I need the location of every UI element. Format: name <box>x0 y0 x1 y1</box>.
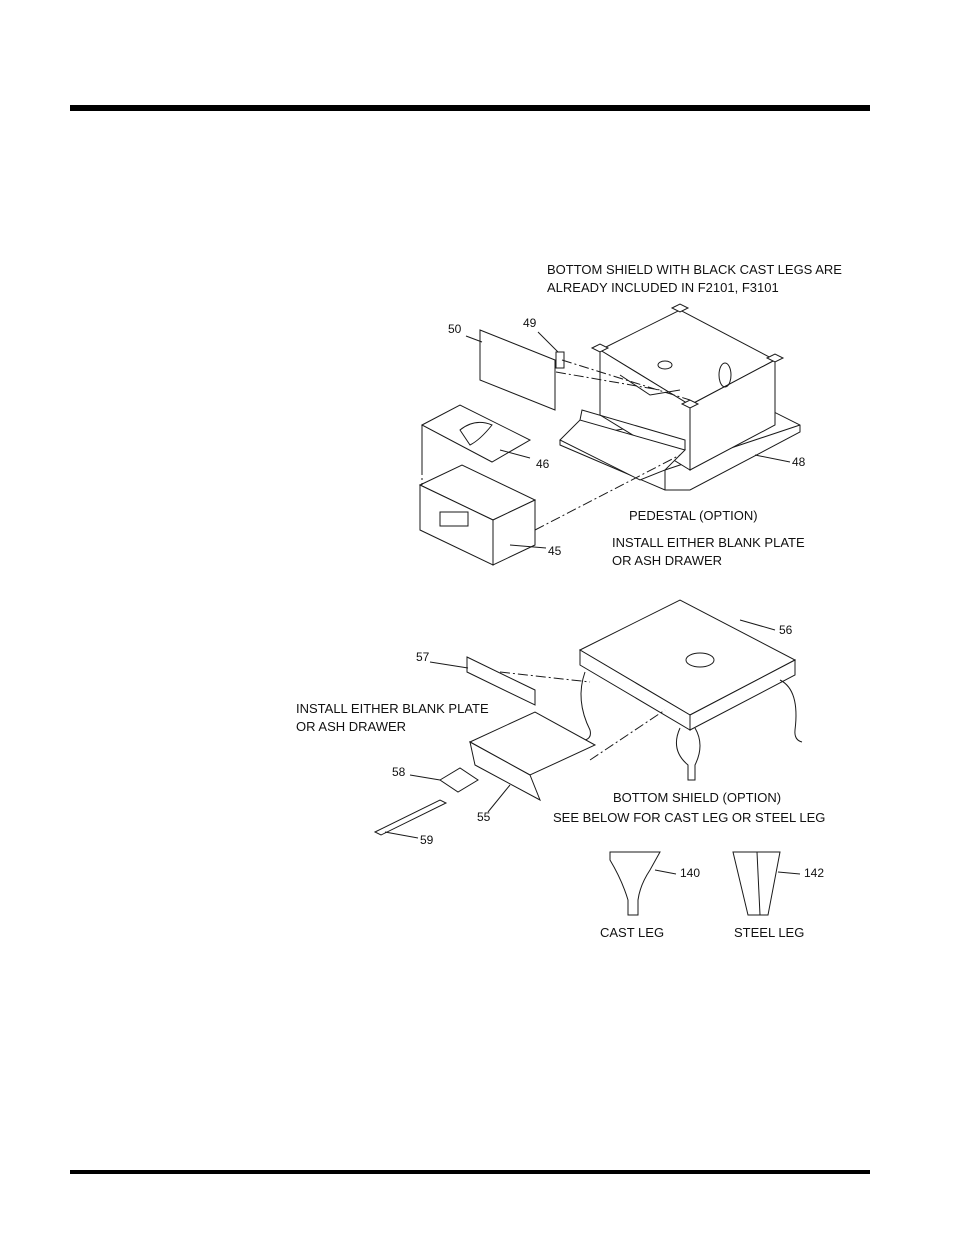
strip-59 <box>375 800 446 835</box>
part-number-58: 58 <box>392 765 405 779</box>
note-install-either-2b: OR ASH DRAWER <box>296 718 406 736</box>
part-number-50: 50 <box>448 322 461 336</box>
note-install-either-1a: INSTALL EITHER BLANK PLATE <box>612 534 805 552</box>
panel-50 <box>480 330 555 410</box>
steel-leg-142 <box>733 852 780 915</box>
bottom-shield-56 <box>580 600 802 780</box>
part-number-49: 49 <box>523 316 536 330</box>
note-bottom-shield-included-1: BOTTOM SHIELD WITH BLACK CAST LEGS ARE <box>547 261 842 279</box>
note-bottom-shield-option: BOTTOM SHIELD (OPTION) <box>613 789 781 807</box>
part-number-140: 140 <box>680 866 700 880</box>
note-see-below: SEE BELOW FOR CAST LEG OR STEEL LEG <box>553 809 825 827</box>
note-install-either-2a: INSTALL EITHER BLANK PLATE <box>296 700 489 718</box>
part-number-142: 142 <box>804 866 824 880</box>
note-pedestal: PEDESTAL (OPTION) <box>629 507 758 525</box>
drawer-55 <box>470 712 595 800</box>
part-number-45: 45 <box>548 544 561 558</box>
note-bottom-shield-included-2: ALREADY INCLUDED IN F2101, F3101 <box>547 279 779 297</box>
part-number-48: 48 <box>792 455 805 469</box>
footer-rule <box>70 1170 870 1174</box>
label-steel-leg: STEEL LEG <box>734 924 804 942</box>
part-number-46: 46 <box>536 457 549 471</box>
handle-58 <box>440 768 478 792</box>
part-number-56: 56 <box>779 623 792 637</box>
blank-plate-57 <box>467 657 535 705</box>
part-number-59: 59 <box>420 833 433 847</box>
part-number-55: 55 <box>477 810 490 824</box>
note-install-either-1b: OR ASH DRAWER <box>612 552 722 570</box>
ash-drawer-45 <box>420 465 535 565</box>
part-number-57: 57 <box>416 650 429 664</box>
cast-leg-140 <box>610 852 660 915</box>
cover-46 <box>422 405 530 465</box>
label-cast-leg: CAST LEG <box>600 924 664 942</box>
